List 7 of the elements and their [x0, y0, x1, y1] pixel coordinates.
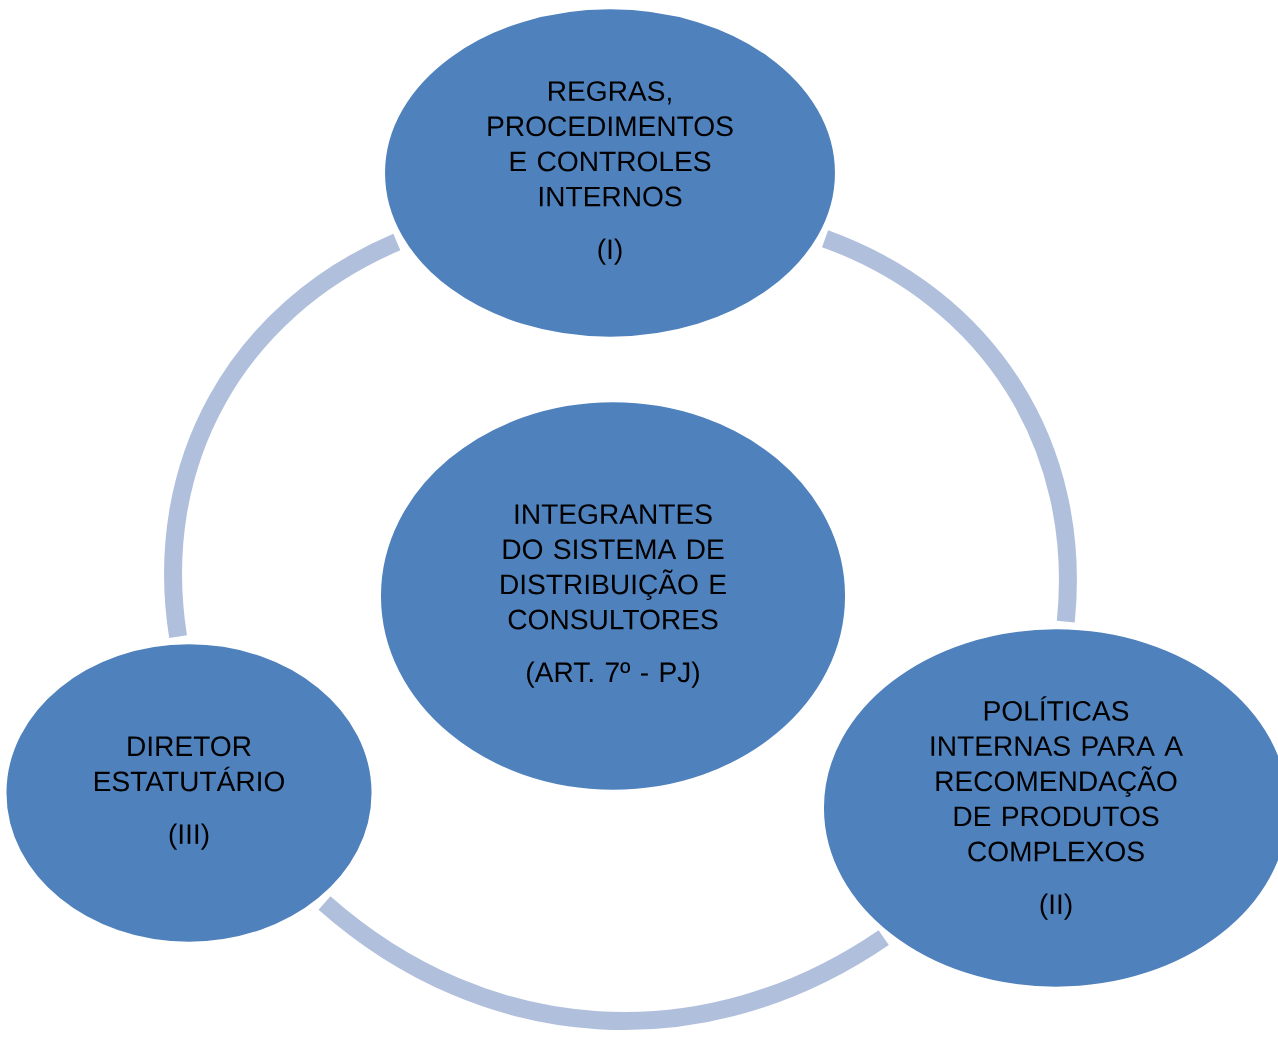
connector-arc	[318, 895, 889, 1030]
connector-arc	[164, 233, 401, 638]
ellipse-node: INTEGRANTES DO SISTEMA DE DISTRIBUIÇÃO E CONSULTORES (ART. 7º - PJ)	[378, 399, 848, 793]
ellipse-node: REGRAS, PROCEDIMENTOS E CONTROLES INTERNOS (I)	[382, 6, 838, 340]
ellipse-node: POLÍTICAS INTERNAS PARA A RECOMENDAÇÃO DE PRODUTOS COMPLEXOS (II)	[821, 626, 1278, 990]
connector-arc	[821, 230, 1077, 623]
ellipse-node: DIRETOR ESTATUTÁRIO (III)	[3, 641, 375, 945]
